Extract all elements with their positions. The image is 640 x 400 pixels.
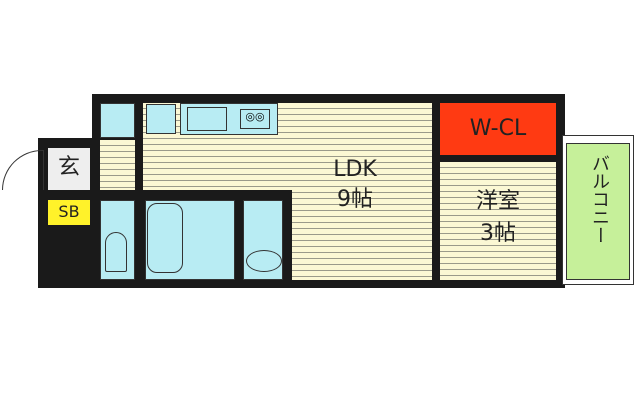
bathtub-icon	[147, 203, 183, 273]
toilet-icon	[105, 232, 127, 272]
hallway	[100, 140, 135, 190]
ldk-size: 9帖	[337, 187, 373, 212]
balcony-label: バルコニー	[589, 154, 610, 244]
entrance-label: 玄	[57, 155, 80, 180]
western-room	[440, 162, 556, 280]
shoe-box-label: SB	[58, 202, 80, 221]
western-size: 3帖	[480, 221, 516, 246]
entrance: 玄	[48, 148, 90, 190]
sink-icon	[187, 107, 227, 131]
bathroom	[145, 200, 235, 280]
closet: W-CL	[440, 103, 556, 155]
stove-icon: ◎◎	[240, 109, 270, 129]
refrigerator-space	[146, 104, 176, 134]
closet-label: W-CL	[469, 116, 527, 141]
balcony-floor: バルコニー	[566, 143, 630, 280]
ldk-label: LDK	[333, 157, 377, 182]
kitchen-counter	[180, 103, 278, 135]
shoe-box: SB	[48, 200, 90, 225]
entry-door[interactable]	[2, 150, 44, 190]
washbasin-icon	[246, 250, 282, 272]
western-label: 洋室	[475, 189, 520, 214]
storage	[100, 103, 135, 138]
